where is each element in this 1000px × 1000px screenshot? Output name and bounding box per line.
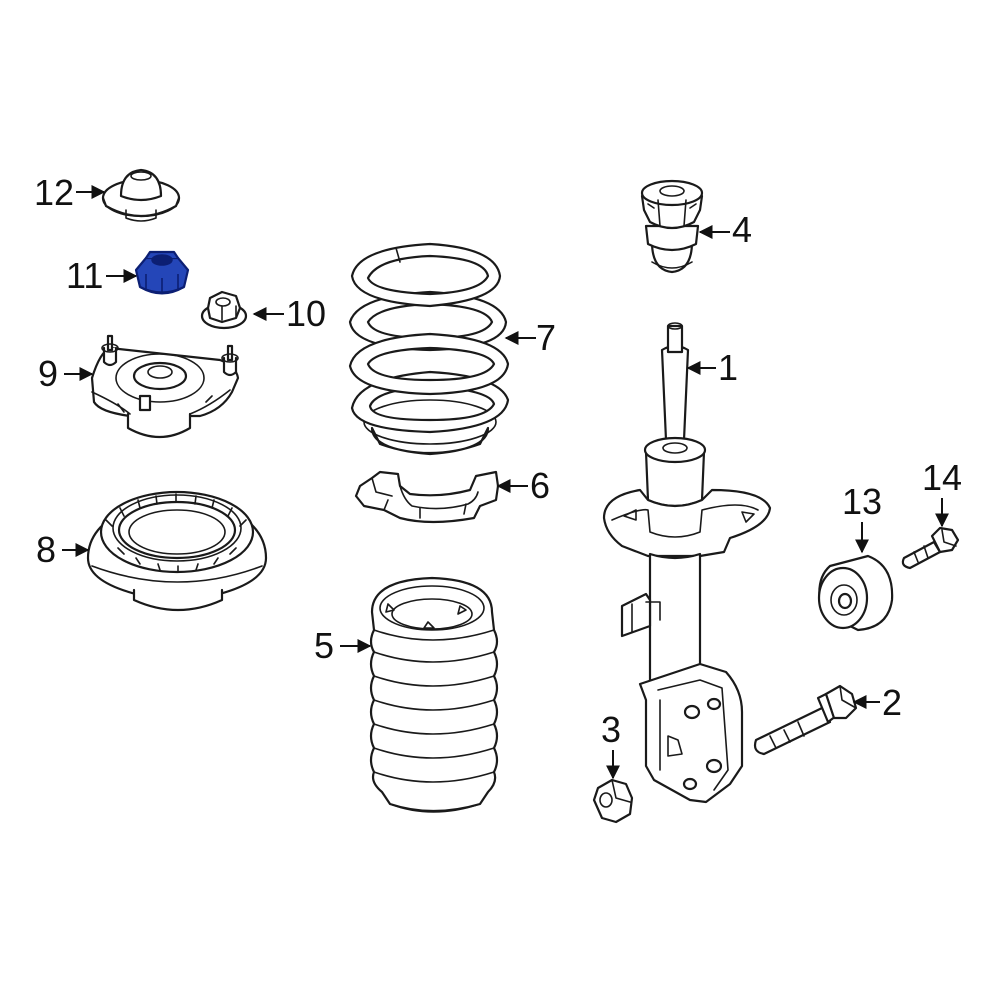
part-10-nut[interactable] — [200, 290, 248, 330]
callout-13-label: 13 — [842, 481, 882, 522]
callout-4: 4 — [698, 209, 752, 250]
callout-8-label: 8 — [36, 529, 56, 570]
part-3-flange-nut[interactable] — [592, 778, 634, 824]
callout-4-label: 4 — [732, 209, 752, 250]
callout-2: 2 — [852, 682, 902, 723]
callout-5: 5 — [314, 625, 372, 666]
callout-3-label: 3 — [601, 709, 621, 750]
callout-11: 11 — [66, 255, 138, 296]
callout-1-label: 1 — [718, 347, 738, 388]
part-14-bolt[interactable] — [901, 526, 960, 570]
callout-7-label: 7 — [536, 317, 556, 358]
part-2-bolt[interactable] — [753, 684, 858, 756]
callout-12: 12 — [34, 172, 106, 213]
callout-7: 7 — [504, 317, 556, 358]
callout-10: 10 — [252, 293, 326, 334]
part-13-bushing[interactable] — [817, 554, 894, 632]
part-12-cap[interactable] — [101, 168, 181, 222]
callout-12-label: 12 — [34, 172, 74, 213]
part-11-nut[interactable] — [134, 250, 190, 295]
callout-13: 13 — [842, 481, 882, 554]
callout-5-label: 5 — [314, 625, 334, 666]
callout-8: 8 — [36, 529, 90, 570]
callout-14-label: 14 — [922, 457, 962, 498]
part-7-coil-spring[interactable] — [348, 242, 510, 456]
part-1-strut-assembly[interactable] — [602, 322, 772, 804]
callout-10-label: 10 — [286, 293, 326, 334]
callout-1: 1 — [686, 347, 738, 388]
callout-3: 3 — [601, 709, 621, 780]
part-6-spring-insulator[interactable] — [354, 470, 500, 524]
part-8-bearing-seat[interactable] — [86, 490, 268, 612]
callout-2-label: 2 — [882, 682, 902, 723]
callout-9-label: 9 — [38, 353, 58, 394]
part-4-jounce-bumper[interactable] — [640, 179, 704, 274]
callout-9: 9 — [38, 353, 94, 394]
callout-6-label: 6 — [530, 465, 550, 506]
callout-14: 14 — [922, 457, 962, 528]
callout-6: 6 — [496, 465, 550, 506]
callout-11-label: 11 — [66, 255, 103, 296]
part-5-dust-boot[interactable] — [369, 576, 499, 813]
part-9-upper-mount[interactable] — [90, 334, 240, 438]
